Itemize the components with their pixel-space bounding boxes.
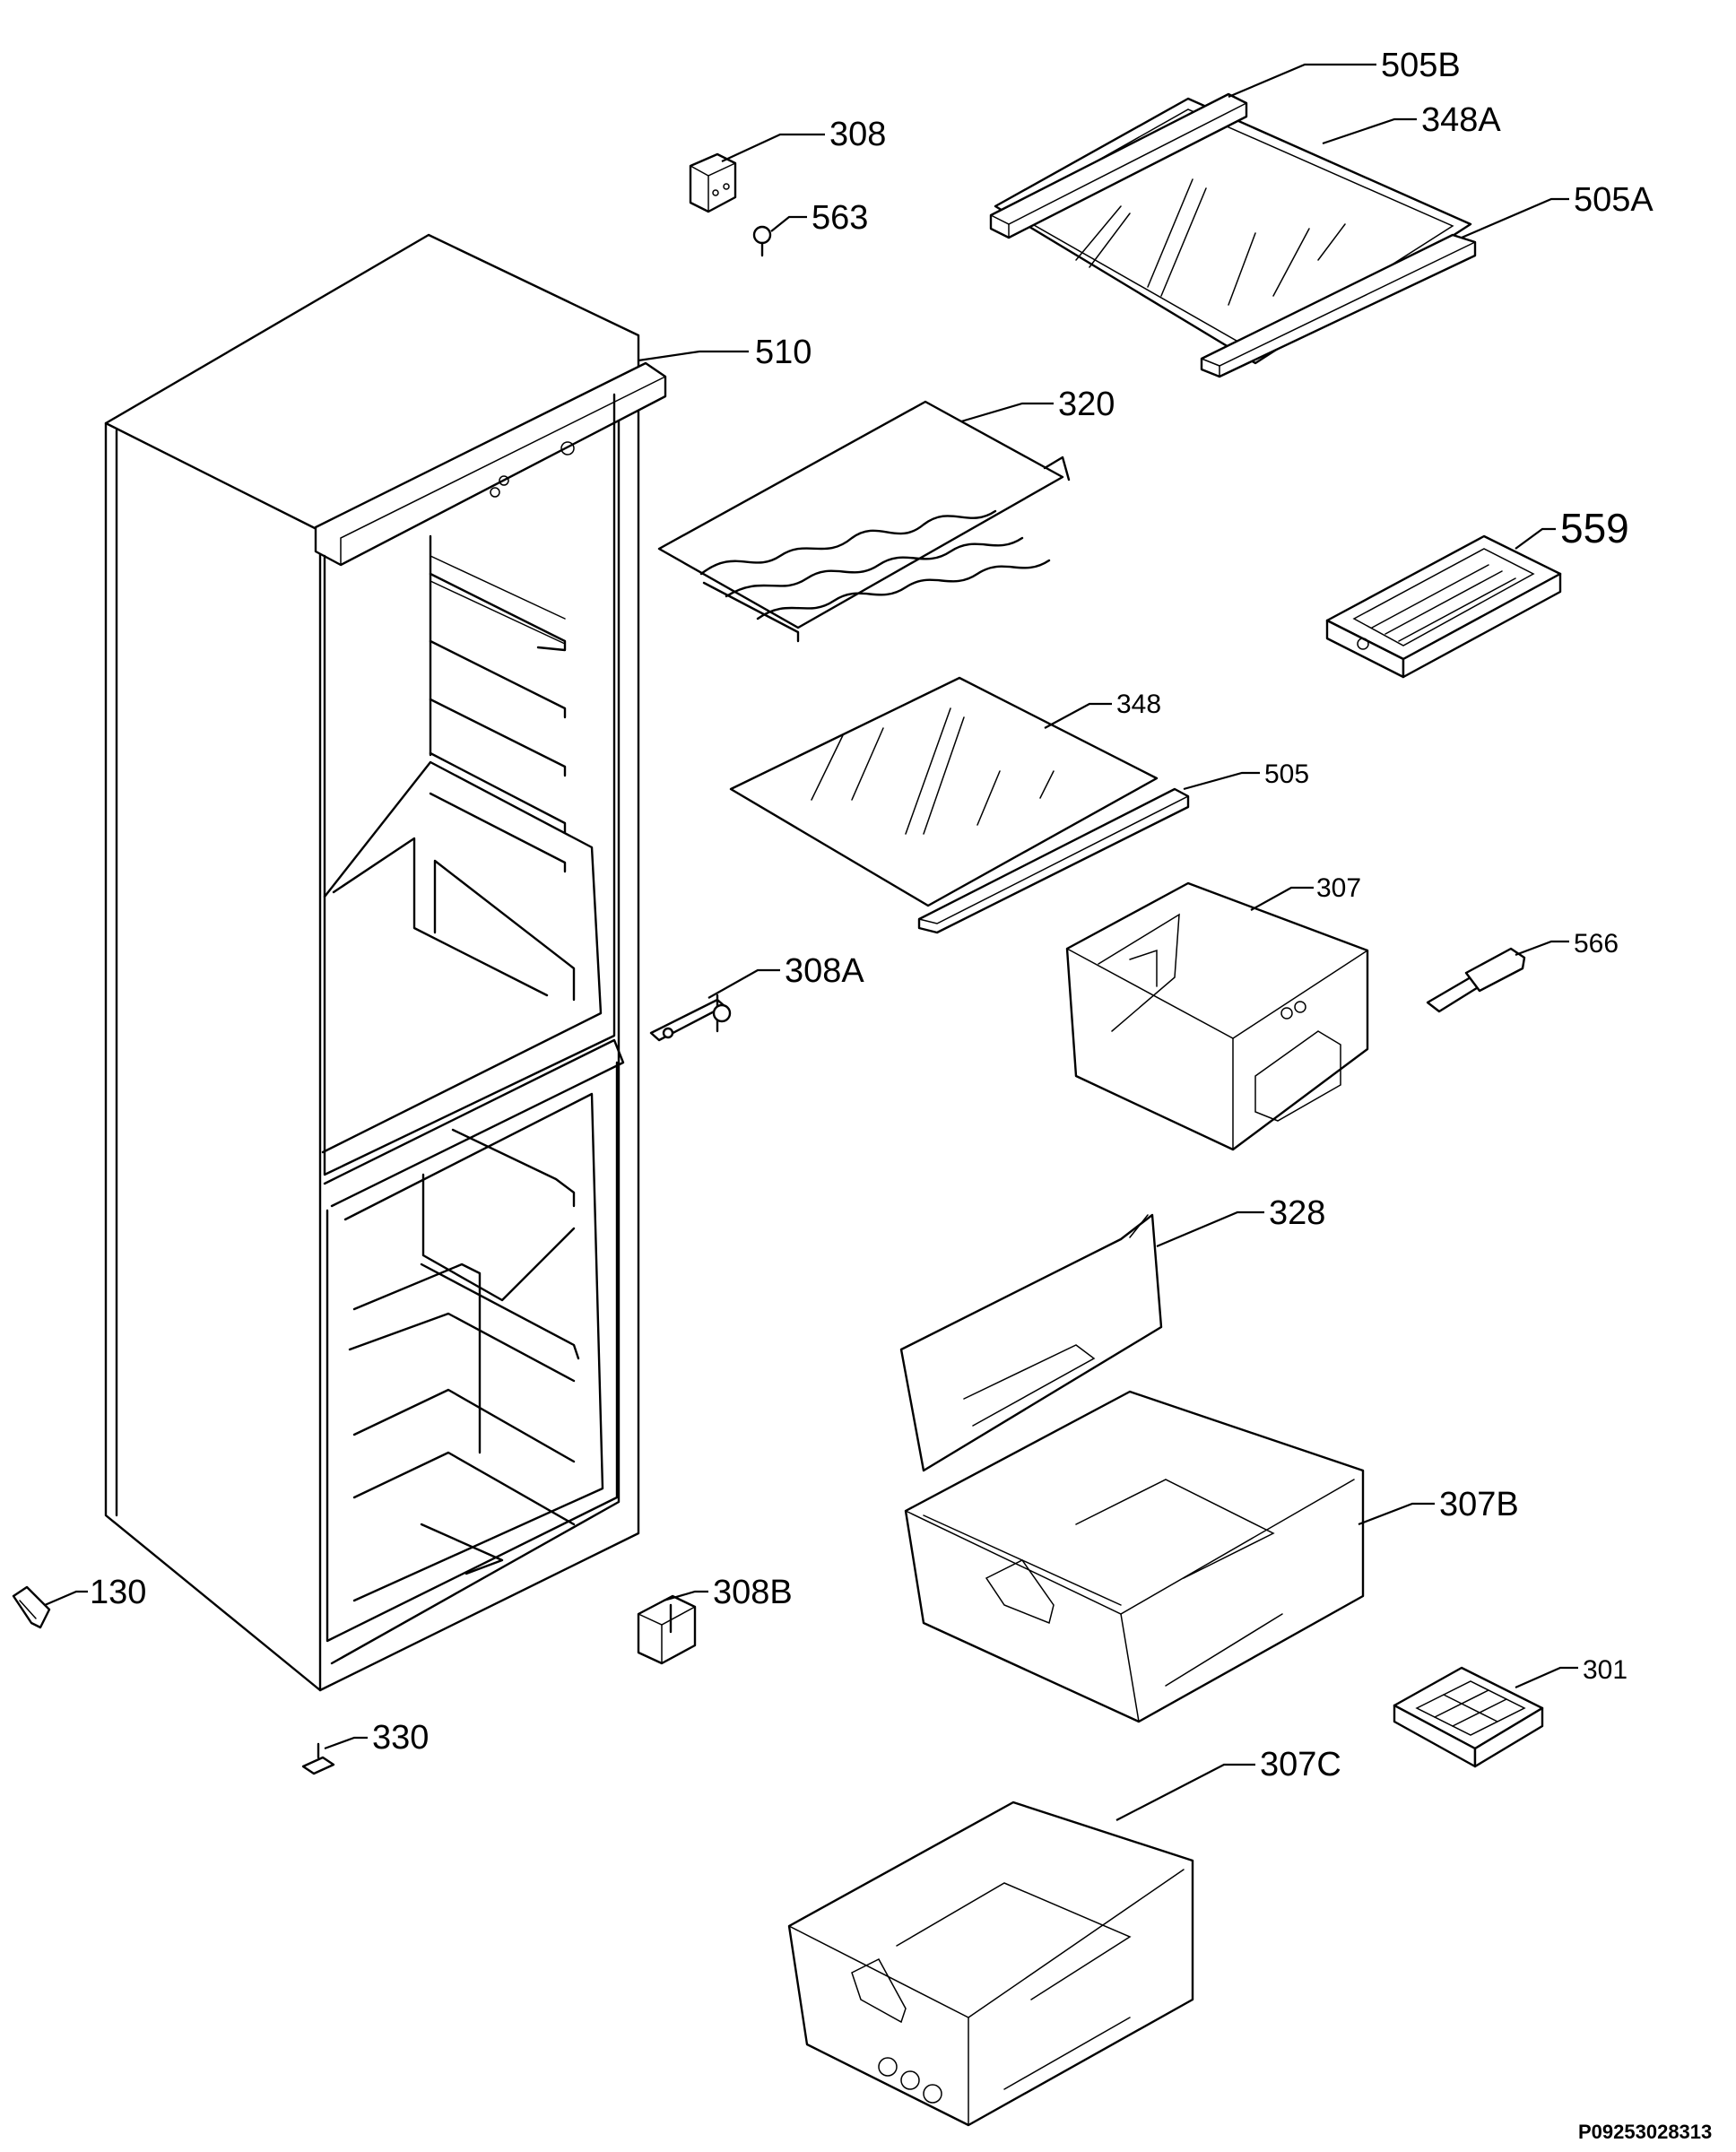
part-330-foot [301, 1736, 368, 1775]
label-330: 330 [372, 1719, 429, 1757]
leader-348a [1322, 117, 1417, 145]
leader-505b [1228, 63, 1376, 99]
leader-505 [1183, 771, 1260, 791]
glass-shelf-348a [994, 97, 1472, 365]
drawer-front-328 [899, 1213, 1163, 1472]
trim-505 [917, 787, 1190, 934]
label-308b: 308B [713, 1574, 793, 1611]
label-307b: 307B [1439, 1486, 1519, 1523]
part-130 [12, 1585, 88, 1629]
glass-shelf-348 [729, 676, 1159, 907]
label-307: 307 [1316, 873, 1361, 903]
label-328: 328 [1269, 1194, 1325, 1232]
leader-307c [1115, 1763, 1255, 1821]
refrigerator-cabinet [104, 233, 667, 1692]
label-348: 348 [1116, 690, 1161, 719]
part-566 [1426, 940, 1569, 1013]
label-505a: 505A [1574, 181, 1654, 219]
part-308a-hinge [649, 968, 780, 1042]
trim-505a [1200, 233, 1477, 378]
label-559: 559 [1560, 505, 1629, 551]
leader-510 [638, 350, 749, 362]
ice-tray-301 [1393, 1666, 1578, 1768]
ice-pack-559 [1325, 534, 1562, 679]
trim-505b [989, 92, 1248, 239]
label-566: 566 [1574, 929, 1619, 959]
label-308: 308 [829, 116, 886, 153]
label-510: 510 [755, 334, 812, 371]
label-505b: 505B [1381, 47, 1461, 84]
label-308a: 308A [785, 952, 864, 990]
leader-320 [960, 402, 1054, 423]
part-308b-hinge [637, 1590, 708, 1665]
box-307 [1065, 881, 1369, 1151]
label-563: 563 [812, 199, 868, 237]
label-505: 505 [1264, 759, 1309, 789]
drawer-307b [904, 1390, 1365, 1723]
part-308-hinge [689, 133, 825, 213]
drawer-307c [787, 1801, 1194, 2127]
label-130: 130 [90, 1574, 146, 1611]
leader-348 [1044, 702, 1112, 729]
leader-307 [1250, 886, 1314, 911]
wine-rack-320 [657, 400, 1071, 643]
document-code: P09253028313 [1578, 2121, 1712, 2143]
label-307c: 307C [1260, 1746, 1341, 1783]
label-301: 301 [1583, 1655, 1628, 1685]
leader-328 [1156, 1210, 1264, 1248]
label-348a: 348A [1421, 101, 1501, 139]
leader-505a [1461, 197, 1569, 239]
leader-559 [1515, 527, 1556, 550]
part-563-screw [752, 215, 807, 257]
leader-307b [1358, 1502, 1435, 1526]
label-320: 320 [1058, 386, 1115, 423]
